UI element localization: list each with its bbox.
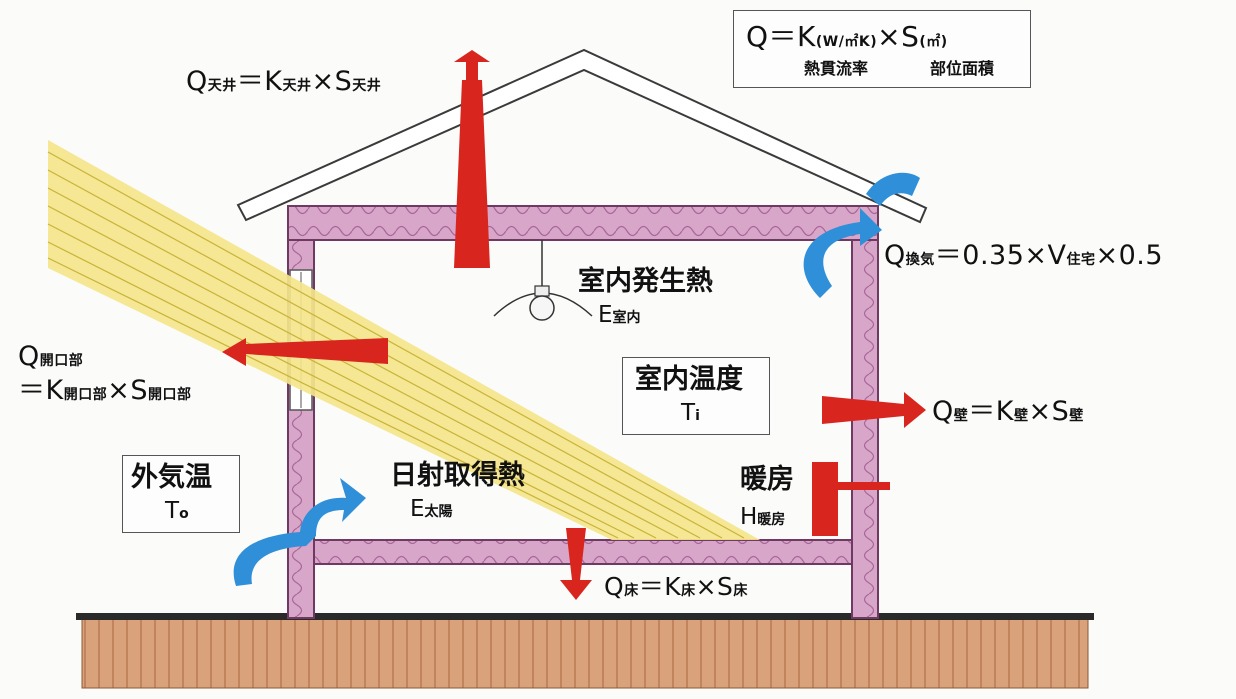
- solar-gain-symbol: E太陽: [410, 498, 453, 521]
- ground: [76, 613, 1094, 689]
- floor-q: Q: [604, 572, 625, 601]
- indoor-temp-box: 室内温度 Ti: [622, 357, 770, 435]
- opening-heat-arrow: [222, 338, 388, 366]
- ceiling-heat-arrow: [454, 50, 490, 268]
- outdoor-temp-symbol: To: [165, 500, 189, 523]
- solar-gain-title: 日射取得熱: [390, 460, 525, 491]
- ceiling-times: ×S: [311, 66, 353, 97]
- ventilation-out-arrow: [803, 172, 920, 298]
- floor-heat-arrow: [560, 528, 592, 600]
- floor-times: ×S: [695, 572, 734, 601]
- formula-q-equals-k: Q＝K: [746, 20, 816, 53]
- vent-tail: ×0.5: [1095, 240, 1164, 271]
- formula-k-unit: (W/㎡K): [815, 34, 878, 50]
- vent-q: Q: [884, 240, 906, 271]
- outdoor-temp-title: 外気温: [131, 462, 212, 493]
- formula-times-s: ×S: [877, 20, 920, 53]
- heating-symbol: H暖房: [740, 506, 785, 529]
- vent-sub2: 住宅: [1066, 252, 1096, 268]
- floor-sub3: 床: [733, 583, 748, 599]
- wall-heat-arrow: [822, 392, 926, 428]
- ceiling-q: Q: [186, 66, 208, 97]
- formula-s-caption: 部位面積: [930, 59, 995, 78]
- floor-sub2: 床: [681, 583, 696, 599]
- opening-sub2: 開口部: [63, 386, 108, 403]
- wall-eq: ＝K: [968, 396, 1014, 427]
- formula-box: Q＝K(W/㎡K)×S(㎡) 熱貫流率 部位面積: [733, 10, 1031, 88]
- formula-main: Q＝K(W/㎡K)×S(㎡): [746, 23, 948, 51]
- ceiling-sub3: 天井: [352, 78, 382, 94]
- wall-sub3: 壁: [1069, 408, 1084, 424]
- ventilation-in-arrow: [233, 478, 366, 586]
- internal-heat-title: 室内発生熱: [578, 266, 713, 297]
- opening-equation: Q開口部 ＝K開口部×S開口部: [18, 340, 191, 408]
- ceiling-equation: Q天井＝K天井×S天井: [186, 68, 381, 95]
- vent-sub1: 換気: [905, 252, 935, 268]
- ceiling-eq: ＝K: [236, 66, 283, 97]
- indoor-temp-title: 室内温度: [635, 364, 743, 395]
- internal-heat-symbol: E室内: [598, 304, 641, 327]
- roof: [236, 48, 928, 224]
- vent-eq: ＝0.35×V: [934, 240, 1067, 271]
- opening-sub3: 開口部: [147, 386, 192, 403]
- formula-k-caption: 熱貫流率: [804, 59, 869, 78]
- solar-gain-sym: E: [410, 496, 425, 522]
- indoor-temp-sym: T: [681, 400, 696, 426]
- wall-equation: Q壁＝K壁×S壁: [932, 398, 1084, 425]
- outdoor-temp-box: 外気温 To: [122, 455, 240, 533]
- wall-sub1: 壁: [953, 408, 969, 424]
- floor-equation: Q床＝K床×S床: [604, 574, 748, 599]
- indoor-temp-sub: i: [695, 408, 700, 424]
- ceiling-sub1: 天井: [207, 78, 237, 94]
- wall-q: Q: [932, 396, 954, 427]
- opening-eq: ＝K: [18, 374, 64, 406]
- outdoor-temp-sym: T: [165, 498, 180, 524]
- wall-sub2: 壁: [1013, 408, 1029, 424]
- heating-sym: H: [740, 504, 758, 530]
- opening-times: ×S: [107, 374, 148, 406]
- opening-sub1: 開口部: [39, 353, 84, 369]
- solar-gain-sub: 太陽: [424, 504, 453, 520]
- heater: [812, 462, 890, 536]
- internal-heat-sym: E: [598, 302, 613, 328]
- floor-eq: ＝K: [638, 572, 682, 601]
- indoor-temp-symbol: Ti: [681, 402, 700, 425]
- outdoor-temp-sub: o: [179, 506, 189, 522]
- floor-sub1: 床: [624, 583, 639, 599]
- formula-s-unit: (㎡): [919, 34, 948, 50]
- wall-times: ×S: [1028, 396, 1070, 427]
- light-bulb-icon: [493, 240, 593, 321]
- heating-title: 暖房: [740, 464, 794, 495]
- ceiling-sub2: 天井: [282, 78, 312, 94]
- ventilation-equation: Q換気＝0.35×V住宅×0.5: [884, 242, 1163, 269]
- opening-q: Q: [18, 341, 40, 372]
- internal-heat-sub: 室内: [612, 310, 641, 326]
- heating-sub: 暖房: [757, 512, 786, 528]
